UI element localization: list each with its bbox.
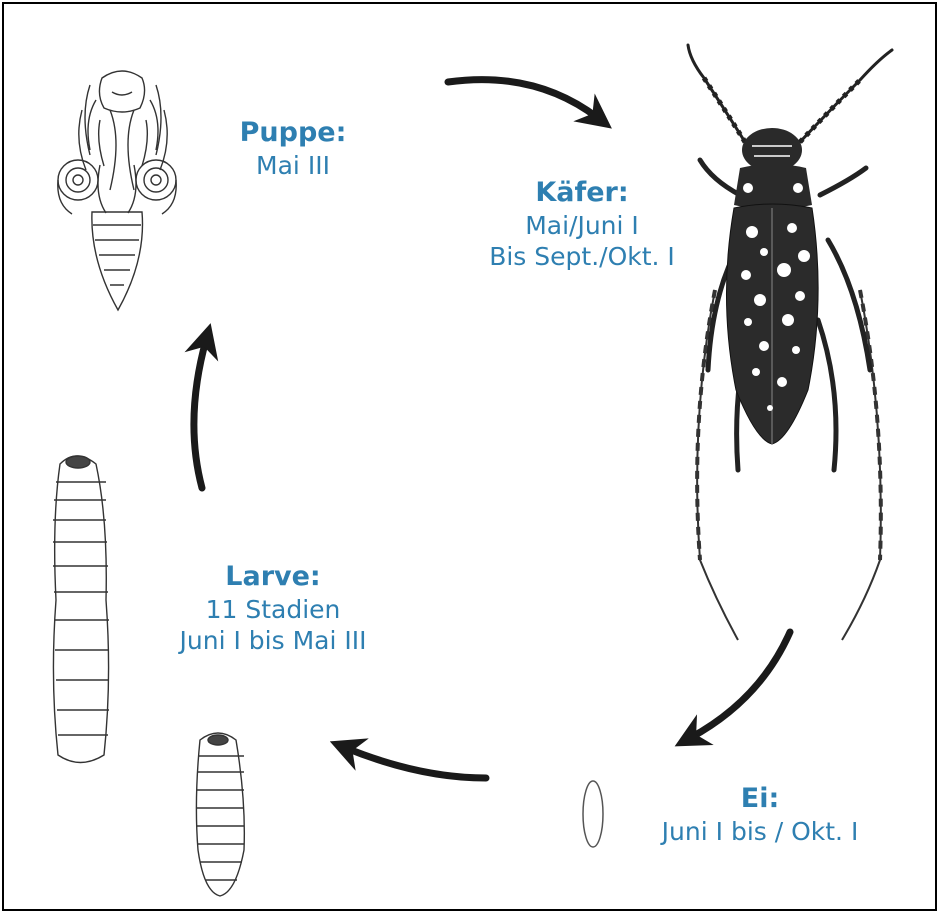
- stage-label-pupa: Puppe: Mai III: [228, 116, 358, 181]
- pupa-title: Puppe:: [228, 116, 358, 150]
- beetle-title: Käfer:: [462, 176, 702, 210]
- stage-label-egg: Ei: Juni I bis / Okt. I: [630, 782, 890, 847]
- larva-period: Juni I bis Mai III: [148, 625, 398, 656]
- beetle-period-end: Bis Sept./Okt. I: [462, 241, 702, 272]
- egg-illustration: [583, 781, 603, 847]
- stage-label-larva: Larve: 11 Stadien Juni I bis Mai III: [148, 560, 398, 656]
- larva-instars: 11 Stadien: [148, 594, 398, 625]
- egg-title: Ei:: [630, 782, 890, 816]
- larva-title: Larve:: [148, 560, 398, 594]
- pupa-period: Mai III: [228, 150, 358, 181]
- stage-label-beetle: Käfer: Mai/Juni I Bis Sept./Okt. I: [462, 176, 702, 272]
- large-larva-illustration: [53, 456, 109, 763]
- pupa-illustration: [58, 71, 176, 310]
- beetle-period-start: Mai/Juni I: [462, 210, 702, 241]
- egg-period: Juni I bis / Okt. I: [630, 816, 890, 847]
- small-larva-illustration: [196, 733, 244, 896]
- beetle-illustration: [688, 45, 892, 640]
